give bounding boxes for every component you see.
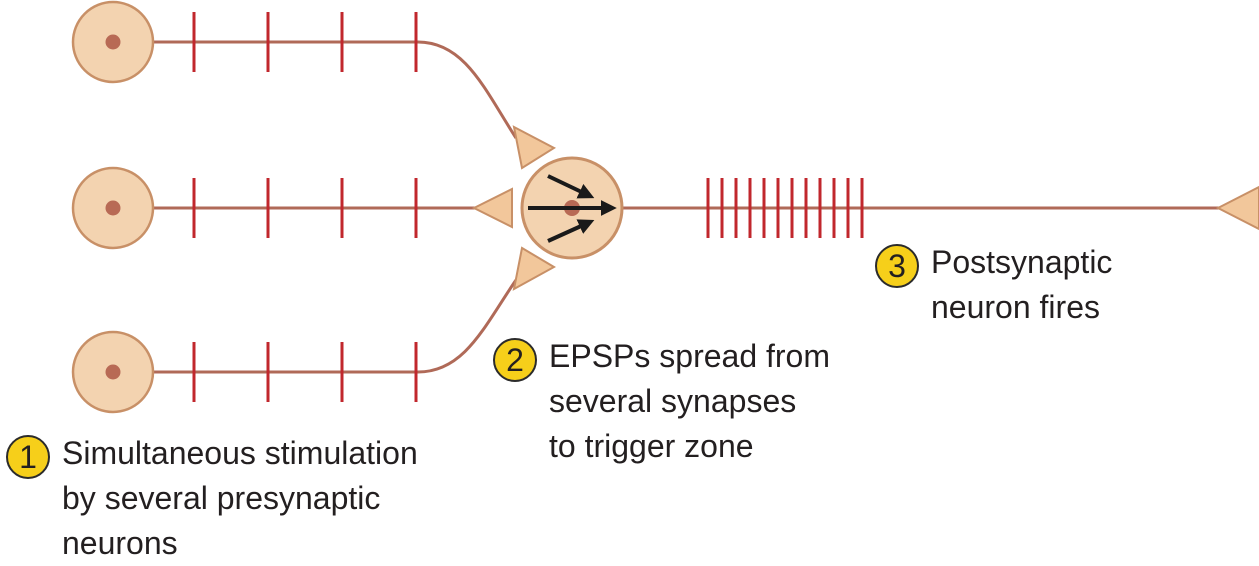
step-2-badge: 2 <box>493 338 537 382</box>
step-2-line-3: to trigger zone <box>549 428 754 464</box>
presynaptic-neuron-1-axon <box>152 40 518 139</box>
epsp-arrow-lower <box>547 219 595 243</box>
step-3-annotation: 3 Postsynaptic neuron fires <box>875 244 1112 330</box>
synaptic-terminal-bottom <box>512 246 557 291</box>
step-2-caption: EPSPs spread from several synapses to tr… <box>549 334 830 469</box>
step-3-line-1: Postsynaptic <box>931 244 1113 280</box>
step-3-badge: 3 <box>875 244 919 288</box>
epsp-arrows-layer <box>528 174 617 243</box>
step-1-line-3: neurons <box>62 525 178 561</box>
axons-layer <box>152 40 1222 374</box>
impulse-ticks-layer <box>192 12 864 402</box>
step-1-annotation: 1 Simultaneous stimulation by several pr… <box>6 435 418 566</box>
step-3-caption: Postsynaptic neuron fires <box>931 240 1112 330</box>
synaptic-terminal-top <box>512 125 557 170</box>
presynaptic-neuron-3-axon <box>152 279 518 374</box>
synaptic-terminal-middle <box>471 187 513 229</box>
step-2-line-1: EPSPs spread from <box>549 338 830 374</box>
step-1-line-2: by several presynaptic <box>62 480 381 516</box>
step-3-line-2: neuron fires <box>931 289 1100 325</box>
step-2-line-2: several synapses <box>549 383 797 419</box>
postsynaptic-terminal <box>1215 185 1259 231</box>
step-1-line-1: Simultaneous stimulation <box>62 435 418 471</box>
cell-bodies-layer <box>71 0 624 414</box>
presynaptic-neuron-3-nucleus <box>105 364 121 380</box>
step-1-badge: 1 <box>6 435 50 479</box>
presynaptic-neuron-2-nucleus <box>105 200 121 216</box>
epsp-arrow-upper <box>547 174 595 199</box>
synaptic-terminals-layer <box>471 125 1259 291</box>
step-1-caption: Simultaneous stimulation by several pres… <box>62 431 418 566</box>
presynaptic-neuron-1-nucleus <box>105 34 121 50</box>
step-2-annotation: 2 EPSPs spread from several synapses to … <box>493 338 830 469</box>
